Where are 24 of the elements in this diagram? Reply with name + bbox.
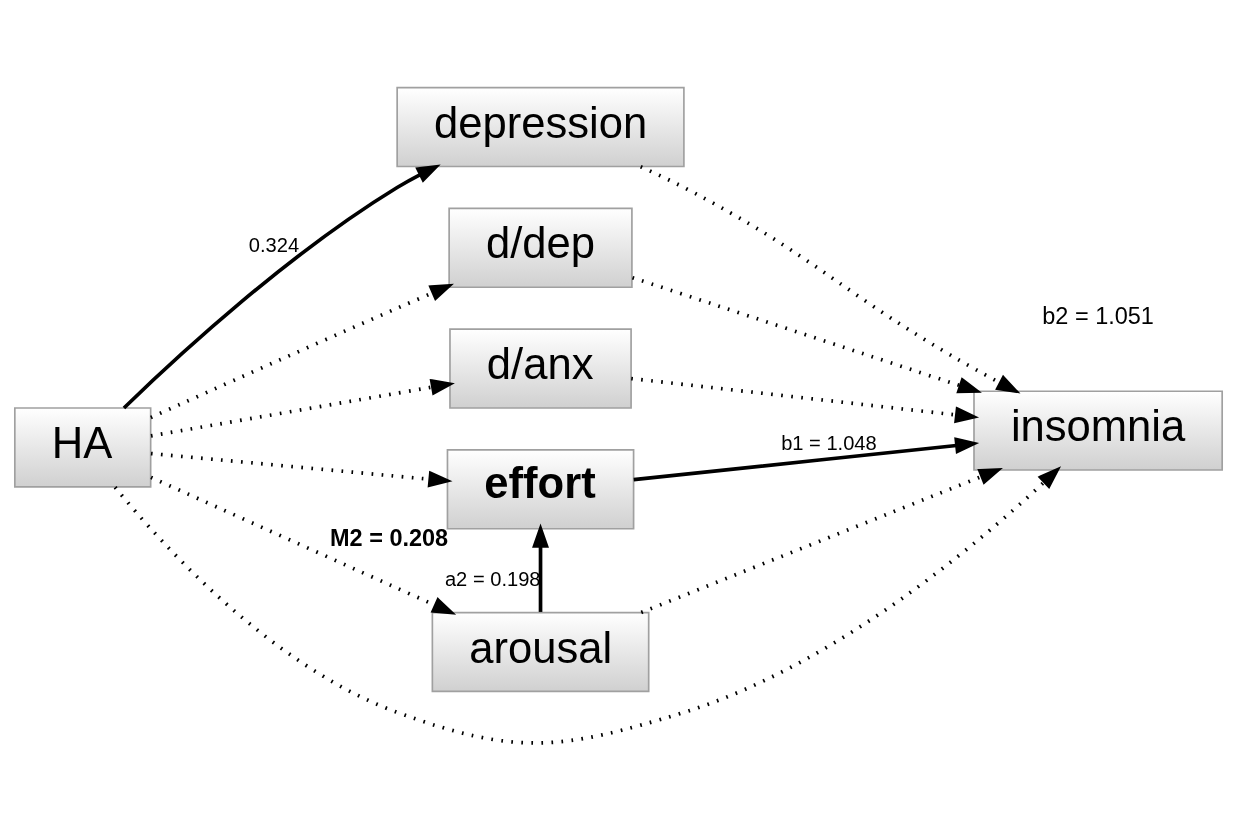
arrow [631, 376, 980, 424]
arrow [150, 451, 453, 488]
arrow [633, 437, 980, 482]
arrow [150, 378, 455, 438]
arrow [640, 467, 1003, 615]
arrow [113, 466, 1062, 745]
arrow [122, 164, 441, 410]
node-box: depression [396, 86, 685, 168]
edge-label: b1 = 1.048 [781, 432, 877, 455]
node-box: d/dep [448, 207, 633, 289]
arrow [150, 475, 457, 615]
node-box: effort [446, 449, 635, 530]
node-box: insomnia [973, 390, 1223, 471]
node-label: M2 = 0.208 [330, 524, 449, 551]
arrow [631, 275, 982, 394]
arrow [532, 523, 549, 612]
arrow [150, 283, 454, 420]
arrow [639, 165, 1021, 394]
node-box: arousal [431, 611, 650, 693]
node-box: HA [14, 407, 152, 488]
edge-label: 0.324 [248, 234, 300, 257]
edge-label: a2 = 0.198 [444, 568, 541, 591]
node-box: d/anx [449, 328, 632, 409]
label: b2 = 1.051 [1042, 303, 1154, 330]
